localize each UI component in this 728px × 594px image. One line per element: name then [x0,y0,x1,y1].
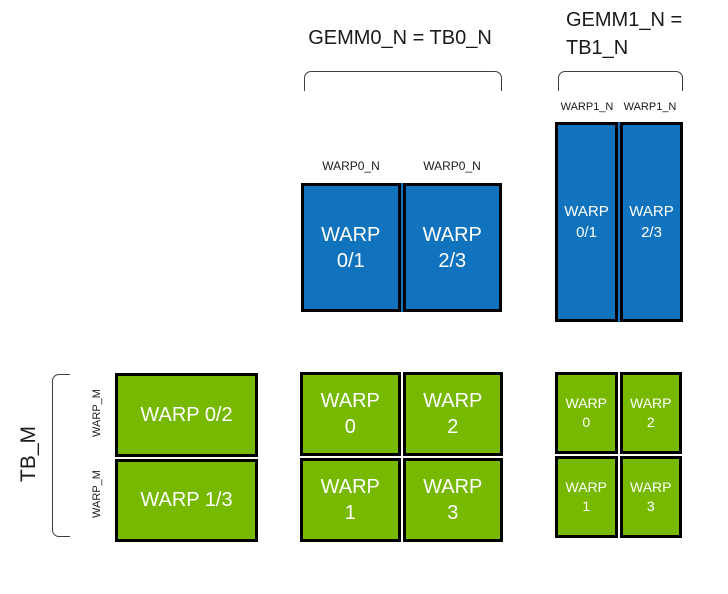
warp-cell-line1: WARP [630,479,672,495]
warp-cell-line1: WARP [320,390,380,412]
warp-cell-1: WARP 1 [555,456,618,538]
warp-cell-line1: WARP [564,203,609,220]
gemm1-n-title: GEMM1_N = TB1_N [566,6,716,62]
warp-cell-line2: 0 [344,416,356,438]
warp-cell-line1: WARP [423,476,483,498]
gemm1-n-title-line1: GEMM1_N = [566,9,683,31]
warp0-n-label: WARP0_N [423,159,481,173]
warp-cell-0: WARP 0 [300,372,401,456]
gemm1-c-tile: WARP 0 WARP 2 WARP 1 WARP 3 [555,372,682,538]
warp-cell-3: WARP 3 [402,458,503,542]
warp1-n-label: WARP1_N [560,101,614,113]
warp-cell-line2: 2/3 [641,224,662,241]
gemm1-accum-tile: WARP 0/1 WARP 2/3 [555,122,683,322]
warp-cell-line2: 2 [646,414,655,430]
tb-m-bracket [52,374,70,537]
gemm1-n-bracket [558,71,683,91]
warp-cell-line2: 3 [646,498,655,514]
warp-cell-line2: 0 [582,414,591,430]
warp-row-label: WARP 1/3 [140,489,233,512]
gemm0-c-tile: WARP 0 WARP 2 WARP 1 WARP 3 [300,372,503,542]
warp-cell-1: WARP 1 [300,458,401,542]
warp0-n-label: WARP0_N [322,159,380,173]
warp-cell-line1: WARP [320,476,380,498]
gemm0-accum-tile: WARP 0/1 WARP 2/3 [301,183,502,312]
warp-cell-line1: WARP [321,223,381,246]
warp-cell-2-3: WARP 2/3 [620,122,683,322]
warp-cell-line2: 0/1 [576,224,597,241]
warp-cell-0-1: WARP 0/1 [301,183,401,312]
warp-row-1-3: WARP 1/3 [115,458,258,542]
warp-cell-3: WARP 3 [619,456,682,538]
warp1-n-label: WARP1_N [623,101,677,113]
warp-cell-2: WARP 2 [619,372,682,454]
warp-row-label: WARP 0/2 [140,403,233,426]
warp-cell-line2: 1 [344,502,356,524]
warp-cell-line2: 1 [582,498,591,514]
warp-cell-0: WARP 0 [555,372,618,454]
gemm0-n-title: GEMM0_N = TB0_N [308,27,492,49]
warp-cell-line2: 2 [447,416,459,438]
warp-cell-2-3: WARP 2/3 [402,183,502,312]
warp-cell-line1: WARP [565,395,607,411]
warp-row-0-2: WARP 0/2 [115,373,258,457]
warp-cell-line1: WARP [629,203,674,220]
warp-cell-line1: WARP [630,395,672,411]
gemm1-n-title-line2: TB1_N [566,37,629,59]
warp-cell-2: WARP 2 [402,372,503,456]
gemm0-n-bracket [304,71,502,91]
warp-cell-line2: 3 [447,502,459,524]
warp-cell-line2: 0/1 [336,249,365,272]
warp-cell-0-1: WARP 0/1 [555,122,618,322]
warp-cell-line2: 2/3 [438,249,467,272]
warp-cell-line1: WARP [565,479,607,495]
warp-cell-line1: WARP [423,390,483,412]
warp-cell-line1: WARP [422,223,482,246]
tb-tile: WARP 0/2 WARP 1/3 [115,373,258,542]
